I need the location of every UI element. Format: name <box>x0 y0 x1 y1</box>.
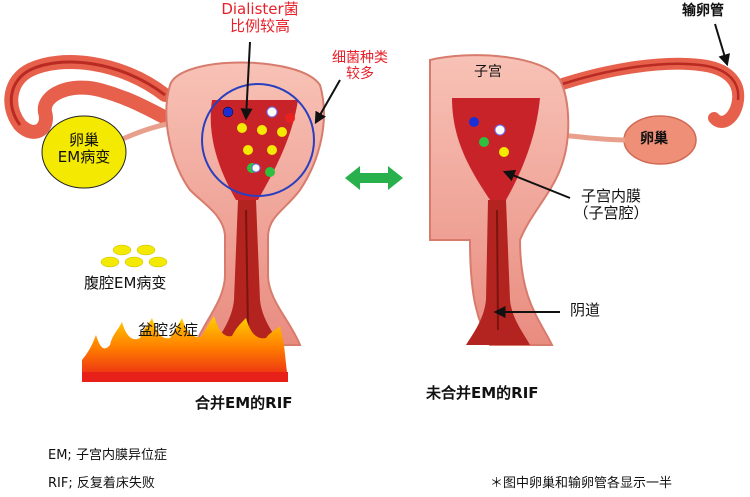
right-caption: 未合并EM的RIF <box>426 384 539 402</box>
legend-note: ＊图中卵巢和输卵管各显示一半 <box>490 476 673 491</box>
fallopian-tube-label: 输卵管 <box>682 3 724 19</box>
dialister-label: Dialister菌 比例较高 <box>205 0 315 36</box>
right-fallopian-tube <box>539 57 745 128</box>
comparison-double-arrow <box>345 166 403 190</box>
dialister-label-line2: 比例较高 <box>229 17 290 36</box>
ovary-lesion-label: 卵巢 EM病变 <box>48 131 120 167</box>
diversity-label: 细菌种类 较多 <box>318 50 402 82</box>
uterus-label: 子宫 <box>474 64 502 80</box>
bacteria-highlight-circle <box>201 83 315 197</box>
dialister-label-line1: Dialister菌 <box>221 0 299 18</box>
endometrium-label: 子宫内膜 （子宫腔） <box>568 187 654 223</box>
peritoneal-lesion-label: 腹腔EM病变 <box>84 274 167 292</box>
bacteria-cluster <box>222 106 295 177</box>
right-reproductive-organs <box>429 54 745 346</box>
ovary-lesion-ellipse <box>41 115 127 189</box>
legend-em: EM; 子宫内膜异位症 <box>48 448 167 463</box>
endometrium-label-line2: （子宫腔） <box>573 204 649 223</box>
diversity-label-line2: 较多 <box>346 66 374 83</box>
ovary-lesion-line2: EM病变 <box>57 148 111 167</box>
arrow-dialister <box>240 41 253 121</box>
inflammation-fire <box>82 316 288 382</box>
left-uterine-cavity <box>210 100 298 200</box>
vagina-label: 阴道 <box>570 301 601 319</box>
endometrium-label-line1: 子宫内膜 <box>580 187 641 205</box>
arrow-diversity <box>314 79 341 125</box>
arrow-fallopian-tube <box>714 23 730 67</box>
pelvic-inflammation-label: 盆腔炎症 <box>138 321 199 339</box>
diversity-label-line1: 细菌种类 <box>332 50 388 66</box>
left-caption: 合并EM的RIF <box>195 394 293 412</box>
ovary-lesion-line1: 卵巢 <box>68 131 99 149</box>
ovary-label: 卵巢 <box>640 131 668 147</box>
legend-rif: RIF; 反复着床失败 <box>48 476 155 491</box>
peritoneal-lesion-dots <box>100 244 168 268</box>
arrow-endometrium <box>502 169 571 199</box>
left-reproductive-organs <box>4 55 325 346</box>
